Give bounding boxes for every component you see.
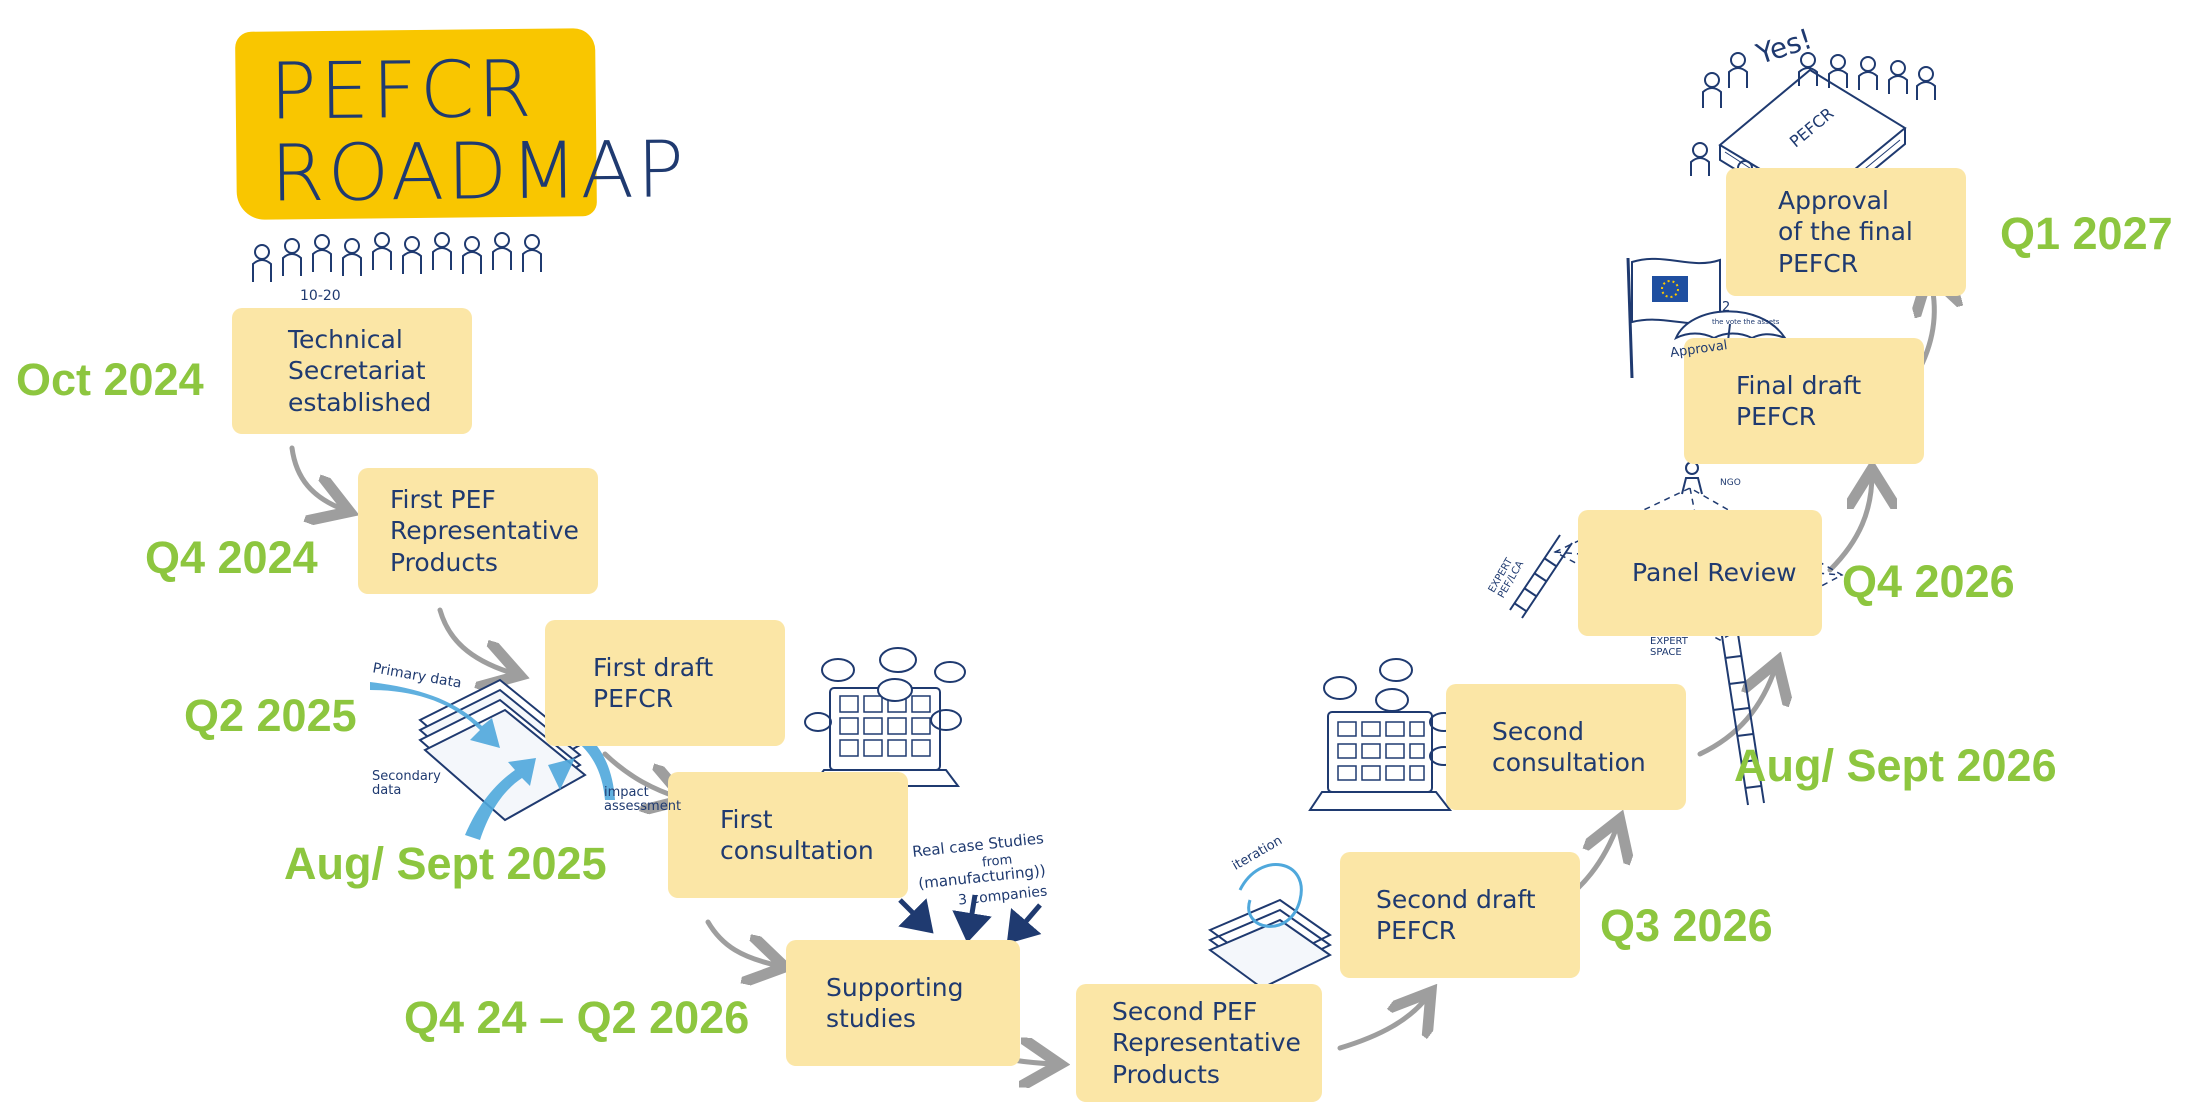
date-first-pef-products: Q4 2024 [145,532,318,583]
title-line-2: ROADMAP [270,125,688,220]
iteration-stack-icon [1207,863,1332,990]
step-label: Technical Secretariat established [288,325,432,417]
step-second-draft: Second draft PEFCR [1340,852,1580,978]
step-technical-secretariat: Technical Secretariat established [232,308,472,434]
step-label: Second draft PEFCR [1376,884,1536,945]
date-second-consultation: Aug/ Sept 2026 [1734,740,2057,791]
roadmap-title-banner: PEFCR ROADMAP [235,28,687,220]
ngo-person-icon [1681,461,1703,495]
group-size-label: 10-20 [300,288,341,304]
step-second-pef-products: Second PEF Representative Products [1076,984,1322,1102]
step-label: Final draft PEFCR [1736,370,1862,431]
step-label: Second consultation [1492,716,1646,777]
step-approval-final: Approval of the final PEFCR [1726,168,1966,296]
step-final-draft: Final draft PEFCR [1684,338,1924,464]
date-approval-final: Q1 2027 [2000,208,2173,259]
step-label: Second PEF Representative Products [1112,997,1301,1089]
step-panel-review: Panel Review [1578,510,1822,636]
step-label: Panel Review [1632,558,1797,588]
step-first-consultation: First consultation [668,772,908,898]
title-line-1: PEFCR [269,44,535,138]
expert-space-label: EXPERT SPACE [1650,636,1688,658]
step-first-pef-products: First PEF Representative Products [358,468,598,594]
date-technical-secretariat: Oct 2024 [16,354,204,405]
impact-assessment-label: impact assessment [604,785,682,815]
step-label: First consultation [720,804,874,865]
step-label: First PEF Representative Products [390,485,579,577]
date-supporting-studies: Q4 24 – Q2 2026 [404,992,750,1043]
people-group-icon [252,232,542,282]
date-first-draft: Q2 2025 [184,690,357,741]
date-first-consultation: Aug/ Sept 2025 [284,838,607,889]
ladder-right-icon [1717,607,1765,806]
ngo-label: NGO [1720,478,1741,488]
arrow-4 [705,919,780,966]
flag-number-label: 2 [1722,300,1731,315]
step-label: First draft PEFCR [593,652,714,713]
step-second-consultation: Second consultation [1446,684,1686,810]
arrow-6 [1337,996,1428,1051]
laptop-consultation-icon [804,647,966,787]
arrow-1 [289,445,345,510]
document-stack-icon [370,678,615,840]
step-supporting-studies: Supporting studies [786,940,1020,1066]
secondary-data-label: Secondary data [372,769,441,799]
case-study-arrows-icon [898,894,1042,944]
arrow-8 [1697,666,1776,757]
ladder-left-icon [1509,534,1573,619]
date-second-draft: Q3 2026 [1600,900,1773,951]
step-first-draft: First draft PEFCR [545,620,785,746]
step-label: Approval of the final PEFCR [1778,186,1913,278]
arrow-2 [437,607,515,674]
date-panel-review: Q4 2026 [1842,556,2015,607]
umbrella-note-label: the vote the assets [1712,318,1780,326]
step-label: Supporting studies [826,972,964,1033]
arrow-9 [1827,474,1872,573]
laptop-second-consultation-icon [1308,658,1459,811]
